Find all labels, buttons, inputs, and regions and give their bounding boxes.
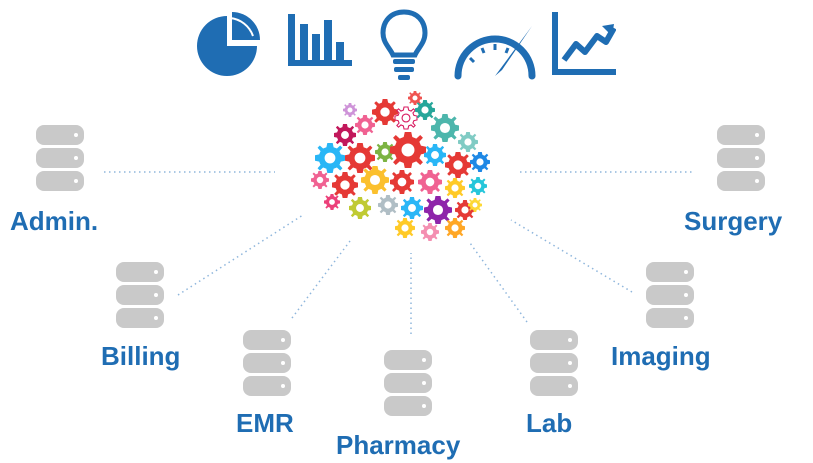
connector-imaging <box>510 219 633 293</box>
database-icon-billing <box>116 262 164 328</box>
database-icon-emr <box>243 330 291 396</box>
label-surgery: Surgery <box>684 206 783 236</box>
label-billing: Billing <box>101 341 181 371</box>
database-icon-surgery <box>717 125 765 191</box>
label-lab: Lab <box>526 408 573 438</box>
database-icon-imaging <box>646 262 694 328</box>
label-emr: EMR <box>236 408 294 438</box>
label-imaging: Imaging <box>611 341 711 371</box>
database-icon-admin <box>36 125 84 191</box>
label-pharmacy: Pharmacy <box>336 430 461 460</box>
pie-chart-icon <box>197 12 260 76</box>
connector-emr <box>291 240 351 319</box>
trend-chart-icon <box>552 12 616 75</box>
brain-gears-icon <box>311 91 490 241</box>
connector-lab <box>469 242 528 323</box>
label-admin: Admin. <box>10 206 99 236</box>
gauge-icon <box>454 26 536 80</box>
database-icon-pharmacy <box>384 350 432 416</box>
lightbulb-icon <box>380 9 428 80</box>
bar-chart-icon <box>288 14 352 66</box>
database-icon-lab <box>530 330 578 396</box>
connector-billing <box>177 214 304 296</box>
